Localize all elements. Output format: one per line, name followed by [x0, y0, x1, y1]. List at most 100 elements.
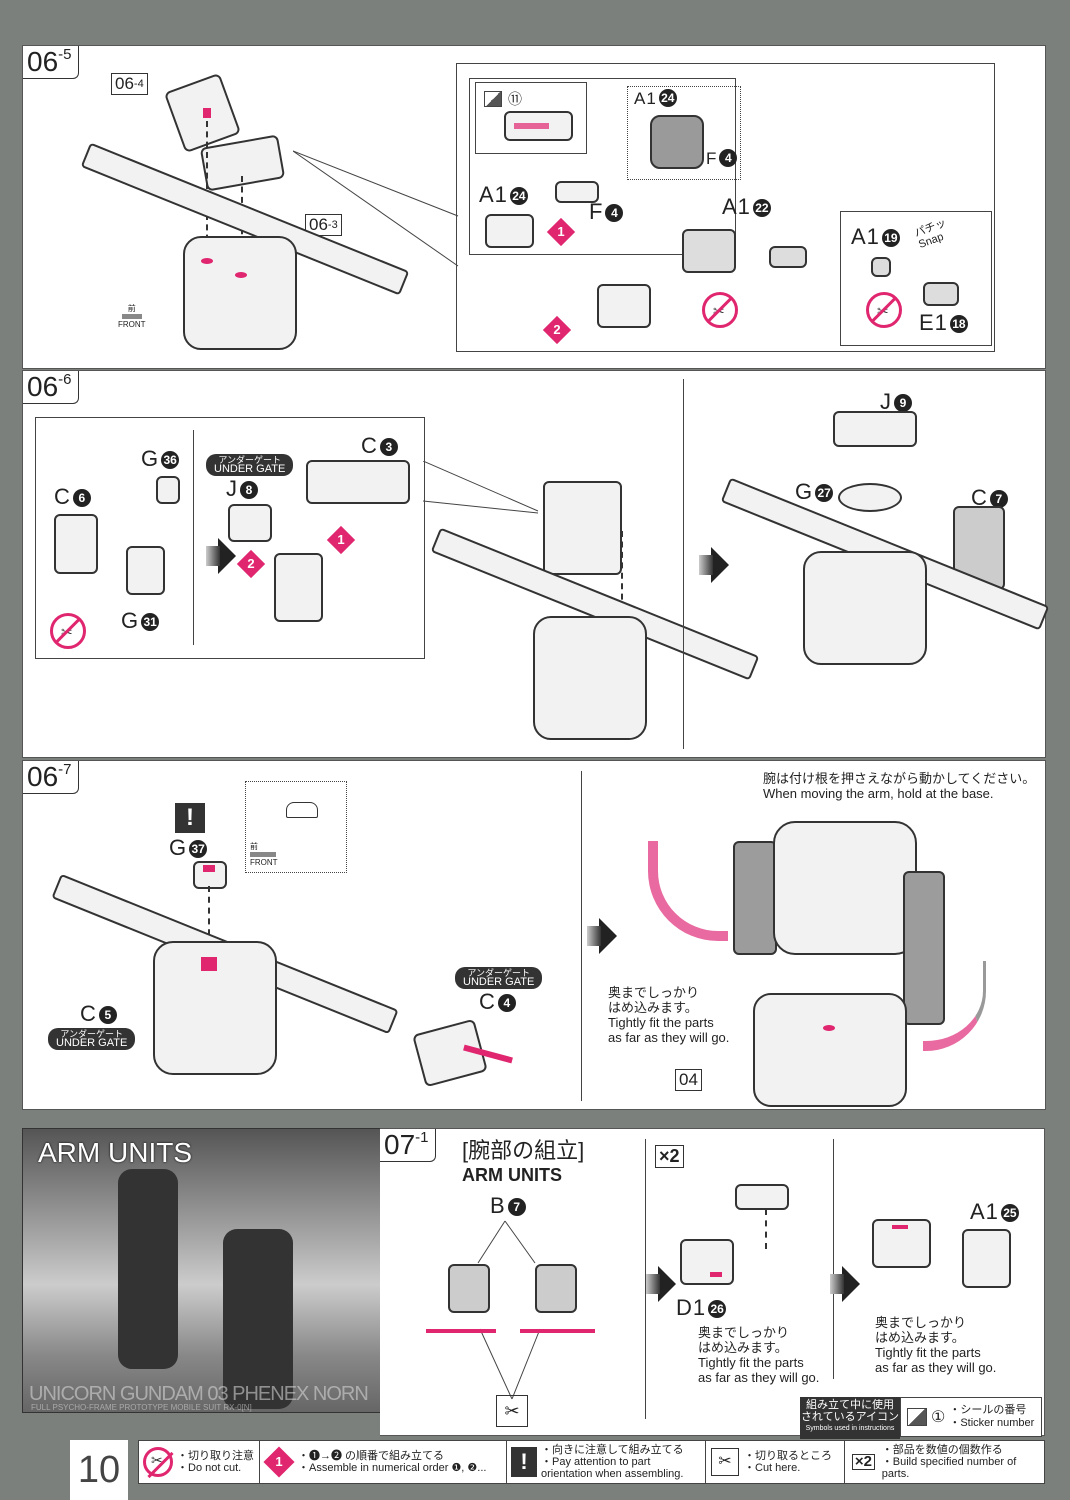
front-arrow-icon [121, 314, 142, 319]
ref-04: 04 [675, 1069, 702, 1091]
exclamation-icon: ! [175, 803, 205, 833]
front-indicator: 前 FRONT [118, 304, 146, 329]
guide-line [621, 531, 623, 631]
connector-marker [201, 258, 213, 264]
sticker-area [514, 123, 549, 129]
front-indicator: 前 FRONT [250, 842, 278, 867]
sticker-icon [907, 1408, 927, 1426]
arm-units-banner: ARM UNITS UNICORN GUNDAM 03 PHENEX NORN … [22, 1128, 382, 1413]
divider [645, 1139, 646, 1419]
part-j9 [833, 411, 917, 447]
front-jp-label: 前 [250, 842, 258, 851]
exclamation-icon: ! [511, 1447, 537, 1477]
torso-body-assembled [773, 821, 917, 955]
order-badge-1: 1 [546, 217, 576, 247]
fit-note-en-1: Tightly fit the parts [875, 1345, 981, 1360]
step-tag-06-6: 06-6 [23, 371, 79, 404]
legend-jp: ・切り取るところ [744, 1450, 832, 1462]
legend-item-cut: ✂ ・切り取るところ・Cut here. [706, 1441, 845, 1483]
fit-note-en-2: as far as they will go. [698, 1370, 820, 1385]
guide-line [208, 886, 210, 946]
sticker-icon [484, 91, 502, 107]
order-badge-2: 2 [542, 315, 572, 345]
callout-lines [477, 1220, 541, 1400]
step-title-en: ARM UNITS [462, 1165, 562, 1185]
gate-marker [426, 1329, 496, 1333]
legend-item-no-cut: ✂ ・切り取り注意・Do not cut. [139, 1441, 260, 1483]
fit-note-en-1: Tightly fit the parts [698, 1355, 804, 1370]
step-tag-06-7: 06-7 [23, 761, 79, 794]
front-jp-label: 前 [127, 304, 136, 313]
part-a1-24-detail [650, 115, 704, 169]
front-arrow-icon [250, 852, 276, 857]
callout-lines [423, 461, 539, 514]
no-cut-icon: ✂ [50, 613, 86, 649]
part-e1-18 [923, 282, 959, 306]
sticker-number-sample: ① [931, 1408, 946, 1426]
front-label: FRONT [118, 320, 146, 329]
part-c3 [306, 460, 410, 504]
left-arm [733, 841, 777, 955]
legend-item-multiplier: ×2 ・部品を数値の個数作る・Build specified number of… [845, 1441, 1044, 1483]
legend-jp: ・向きに注意して組み立てる [541, 1444, 684, 1456]
sticker-legend-en: ・Sticker number [949, 1417, 1035, 1429]
connector-marker [823, 1025, 835, 1031]
sticker-legend-jp: ・シールの番号 [949, 1404, 1027, 1416]
sticker-number: ⑪ [508, 91, 522, 107]
part-a1-25 [962, 1229, 1011, 1288]
robot-silhouette [223, 1229, 293, 1409]
legend-en: ・Cut here. [744, 1462, 801, 1474]
part-c6 [54, 514, 98, 574]
fit-note-jp-2: はめ込みます。 [608, 1000, 698, 1015]
fit-note-en-2: as far as they will go. [875, 1360, 997, 1375]
next-step-arrow [830, 1266, 860, 1302]
dotted-inset: 前 FRONT [245, 781, 347, 873]
symbols-header-jp-1: 組み立て中に使用 [806, 1399, 894, 1411]
fit-note-jp-2: はめ込みます。 [698, 1340, 788, 1355]
small-part [769, 246, 807, 268]
part-f4 [555, 181, 599, 203]
step-tag-06-5: 06-5 [23, 46, 79, 79]
callout-lines [293, 150, 459, 267]
order-diamond-icon: 1 [263, 1446, 295, 1478]
divider [683, 379, 684, 749]
no-cut-icon: ✂ [866, 292, 902, 328]
legend-en: ・Do not cut. [177, 1462, 242, 1474]
guide-line [206, 121, 208, 251]
step-title-jp: [腕部の組立] [462, 1138, 585, 1163]
sub-detail-box [469, 78, 736, 255]
legend-item-order: 1 ・❶→❷ の順番で組み立てる・Assemble in numerical o… [260, 1441, 507, 1483]
symbols-header-en: Symbols used in instructions [805, 1425, 895, 1432]
connector-marker [203, 108, 211, 118]
sticker-inset: ⑪ [475, 82, 587, 154]
guide-line [765, 1209, 767, 1249]
symbols-header-jp-2: されているアイコン [800, 1411, 900, 1423]
arm-note-jp: 腕は付け根を押さえながら動かしてください。 [763, 771, 1036, 786]
nipper-icon: ✂ [711, 1448, 739, 1476]
fit-note-2: 奥までしっかり はめ込みます。 Tightly fit the parts as… [875, 1315, 996, 1375]
fit-note-jp-1: 奥までしっかり [875, 1315, 967, 1330]
ref-06-3: 06-3 [305, 214, 342, 236]
no-cut-icon: ✂ [143, 1447, 173, 1477]
connector-marker [235, 272, 247, 278]
